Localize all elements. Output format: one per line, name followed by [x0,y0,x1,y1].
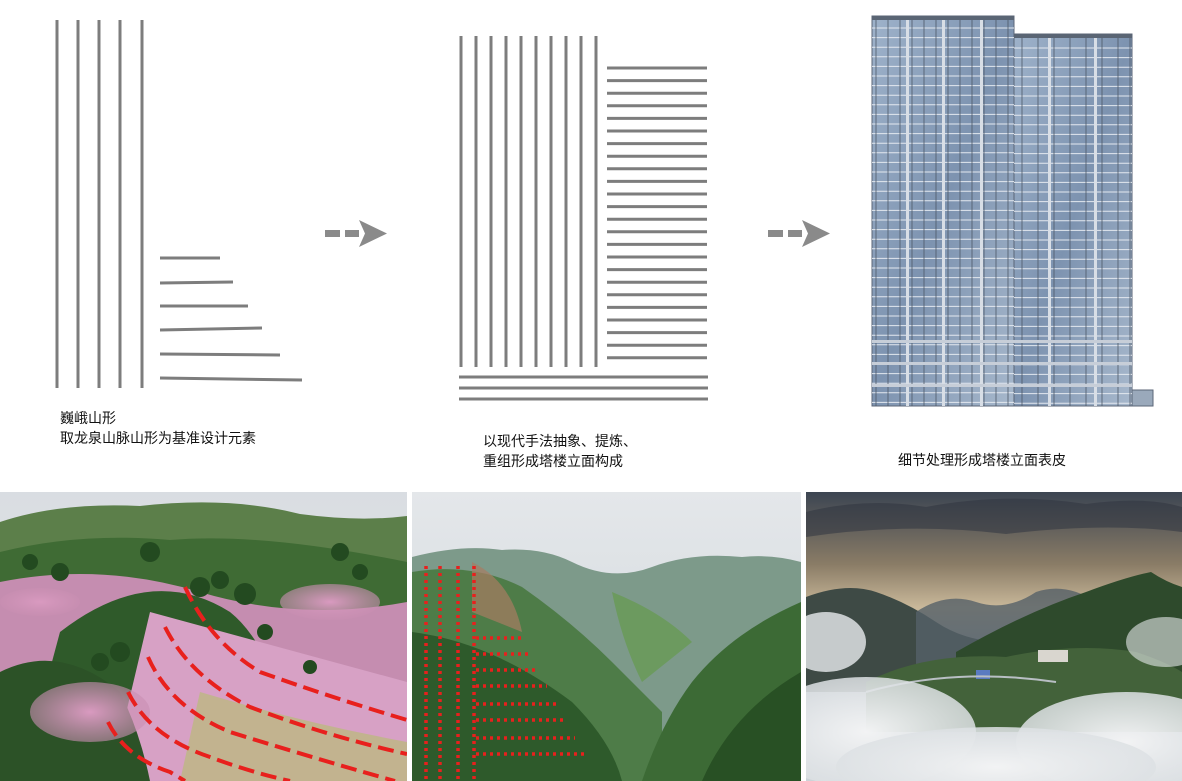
tower-composition-lines [459,36,708,401]
dashed-arrow-icon [768,220,830,247]
step2-line1: 以现代手法抽象、提炼、 [483,434,637,450]
vertical-fin [942,16,945,406]
podium-band [872,362,1132,365]
horizontal-line [159,280,234,285]
step2-line2: 重组形成塔楼立面构成 [483,454,623,470]
mountain-form-lines [55,20,303,388]
step1-caption: 巍峨山形 取龙泉山脉山形为基准设计元素 [60,409,256,449]
podium-band [872,384,1132,387]
podium-block [1131,389,1154,407]
photo-blossom-hillside [0,492,407,781]
step1-title: 巍峨山形 [60,411,116,427]
mountain-valley-image [412,492,801,781]
short-tower-body [1013,33,1133,407]
crown-band [872,16,1014,20]
photo-sea-of-clouds [806,492,1182,781]
horizontal-line [159,376,303,382]
vertical-fin [1094,34,1097,406]
vertical-fin [1048,34,1051,406]
podium-band [872,340,1132,343]
step2-caption: 以现代手法抽象、提炼、 重组形成塔楼立面构成 [483,432,637,472]
crown-band [1014,34,1132,38]
step3-text: 细节处理形成塔楼立面表皮 [898,453,1066,469]
vertical-fin [980,16,983,406]
step1-description: 取龙泉山脉山形为基准设计元素 [60,431,256,447]
blossom-hillside-image [0,492,407,781]
tower-facade-elevation [871,15,1154,407]
dashed-arrow-icon [325,220,387,247]
step3-caption: 细节处理形成塔楼立面表皮 [898,451,1066,471]
horizontal-line [159,352,281,357]
photo-mountain-valley [412,492,801,781]
sea-of-clouds-image [806,492,1182,781]
horizontal-line [159,326,263,332]
vertical-fin [906,16,909,406]
